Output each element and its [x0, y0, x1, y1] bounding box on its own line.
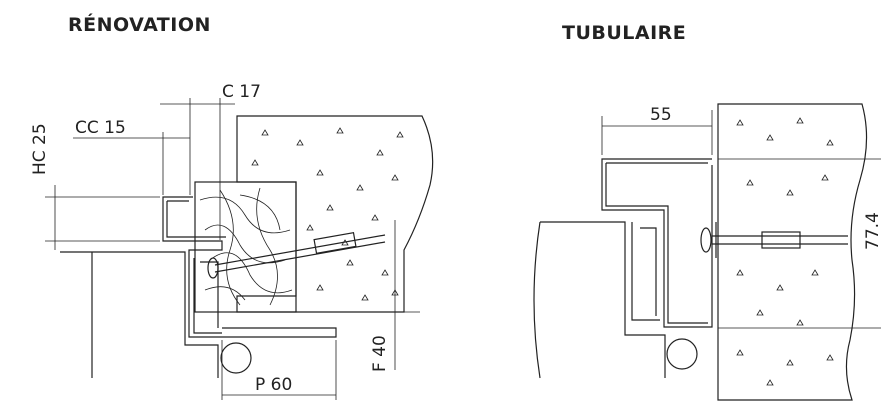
frame-inner-right: [631, 222, 660, 321]
tubulaire-drawing: 55 77.4: [533, 103, 881, 401]
dim-hc-25: HC 25: [30, 123, 50, 175]
wood-block: [194, 181, 297, 313]
anchor-screw-right: [700, 222, 848, 258]
wood-grain: [199, 187, 293, 306]
concrete-wall-left: [236, 115, 434, 313]
hinge-circle-right: [666, 338, 698, 370]
door-leaf-right: [533, 221, 666, 379]
door-leaf-left: [60, 251, 219, 378]
hinge-circle-left: [220, 342, 252, 374]
frame-profile-right: [601, 158, 713, 328]
dim-cc-15: CC 15: [75, 118, 126, 138]
frame-profile-left: [162, 196, 337, 338]
dim-77-4: 77.4: [863, 212, 881, 250]
concrete-speckles-left: [251, 127, 404, 301]
title-tubulaire: TUBULAIRE: [562, 22, 687, 44]
frame-inner-left: [193, 258, 222, 334]
dim-c-17: C 17: [222, 82, 261, 102]
dim-f-40: F 40: [370, 335, 390, 372]
dimension-lines-left: [45, 98, 420, 400]
concrete-wall-right: [717, 103, 868, 401]
anchor-screw-left: [207, 231, 386, 279]
concrete-speckles-right: [736, 117, 834, 386]
dimension-lines-right: [601, 110, 713, 155]
dim-55: 55: [650, 105, 672, 125]
title-renovation: RÉNOVATION: [68, 14, 211, 36]
renovation-drawing: C 17 CC 15 HC 25 F 40 P 60: [30, 82, 434, 400]
dim-p-60: P 60: [255, 375, 292, 395]
